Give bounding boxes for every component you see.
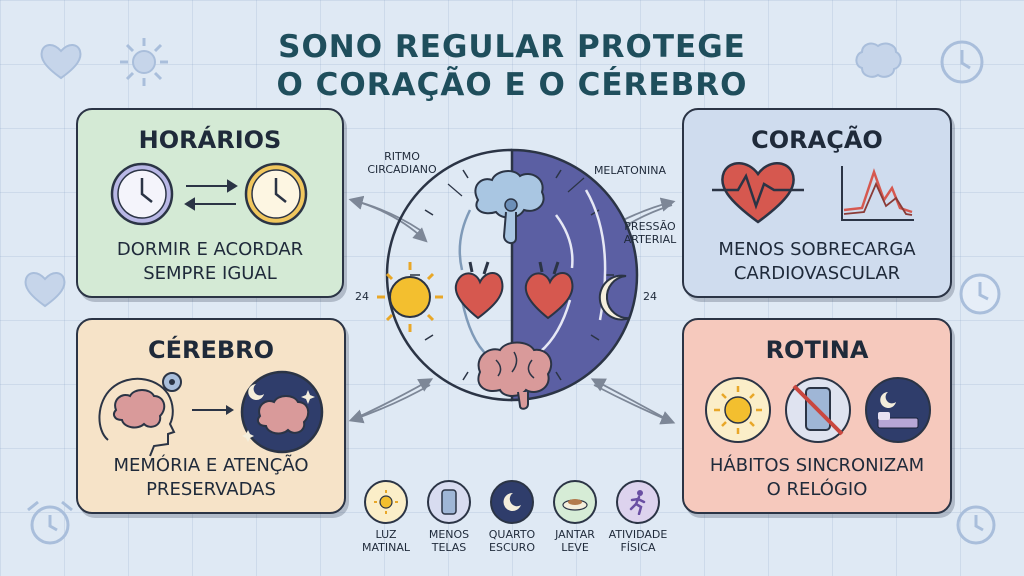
heart-outline-icon-left (24, 272, 66, 308)
routine-illustration (705, 377, 931, 443)
habit-label: QUARTO ESCURO (488, 528, 536, 554)
label-melatonina: MELATONINA (593, 164, 667, 177)
habit-menos-telas: MENOS TELAS (418, 480, 480, 554)
cycle-clock-outline-icon (940, 40, 984, 84)
label-ritmo-circadiano: RITMO CIRCADIANO (367, 150, 437, 176)
card-horarios: HORÁRIOS DORMIR E ACORDAR SEMPRE IGUAL (76, 108, 344, 298)
no-phone-icon (785, 377, 851, 443)
sun-icon (377, 262, 443, 332)
brain-outline-icon (855, 42, 902, 78)
label-pressao-arterial: PRESSÃO ARTERIAL (623, 220, 677, 246)
card-coracao-caption: MENOS SOBRECARGA CARDIOVASCULAR (718, 239, 916, 284)
card-cerebro-heading: CÉREBRO (147, 336, 275, 364)
brain-illustration (98, 370, 324, 457)
card-cerebro-caption: MEMÓRIA E ATENÇÃO PRESERVADAS (113, 455, 309, 500)
habit-quarto-escuro: QUARTO ESCURO (481, 480, 543, 554)
clock-left-icon (110, 162, 174, 226)
plate-icon (553, 480, 597, 524)
head-brain-gear-icon (98, 372, 182, 457)
habit-label: ATIVIDADE FÍSICA (608, 528, 668, 554)
label-24-right: 24 (643, 290, 657, 303)
card-cerebro: CÉREBRO MEMÓRIA E ATENÇÃO PRESERVADAS (76, 318, 346, 514)
bedroom-night-icon (865, 377, 931, 443)
title-line-1: SONO REGULAR PROTEGE (278, 29, 746, 65)
page-title: SONO REGULAR PROTEGE O CORAÇÃO E O CÉREB… (0, 28, 1024, 104)
moon-icon (490, 480, 534, 524)
alarm-clock-outline-icon (27, 500, 73, 545)
cycle-arrow-1 (458, 209, 472, 271)
moon-icon (598, 274, 631, 321)
arrow-right-icon (192, 405, 234, 415)
habit-label: JANTAR LEVE (555, 528, 595, 554)
heart-chart-illustration (712, 162, 914, 224)
sun-outline-icon (120, 38, 168, 86)
card-coracao-heading: CORAÇÃO (751, 126, 883, 154)
heart-outline-icon (40, 44, 82, 80)
card-rotina-caption: HÁBITOS SINCRONIZAM O RELÓGIO (709, 455, 925, 500)
card-horarios-caption: DORMIR E ACORDAR SEMPRE IGUAL (116, 239, 304, 284)
title-line-2: O CORAÇÃO E O CÉREBRO (276, 67, 748, 103)
night-brain-icon (240, 370, 324, 454)
phone-icon (427, 480, 471, 524)
habit-label: LUZ MATINAL (361, 528, 410, 554)
clocks-illustration (110, 162, 308, 226)
card-rotina-heading: ROTINA (765, 336, 869, 364)
runner-icon (616, 480, 660, 524)
cycle-outline-icon (956, 505, 996, 545)
heart-right-icon (524, 261, 574, 320)
pineal-brain-icon (474, 170, 545, 244)
habit-label: MENOS TELAS (428, 528, 470, 554)
pressure-chart-icon (841, 166, 914, 221)
card-rotina: ROTINA HÁBITOS SINCRONIZAM O RELÓGIO (682, 318, 952, 514)
card-horarios-heading: HORÁRIOS (138, 126, 282, 154)
habit-luz-matinal: LUZ MATINAL (355, 480, 417, 554)
night-half (510, 148, 639, 402)
heart-pulse-icon (712, 162, 804, 224)
habit-atividade-fisica: ATIVIDADE FÍSICA (607, 480, 669, 554)
card-coracao: CORAÇÃO MENOS SOBRECARGA CARDIOVASCULAR (682, 108, 952, 298)
brain-bottom-icon (477, 341, 553, 410)
heart-left-icon (454, 261, 504, 320)
label-24-left: 24 (355, 290, 369, 303)
arrows-exchange-icon (184, 179, 238, 211)
morning-sun-icon (705, 377, 771, 443)
sun-icon (364, 480, 408, 524)
habit-jantar-leve: JANTAR LEVE (544, 480, 606, 554)
clock-right-icon (244, 162, 308, 226)
clock-outline-icon-right (959, 273, 1001, 315)
